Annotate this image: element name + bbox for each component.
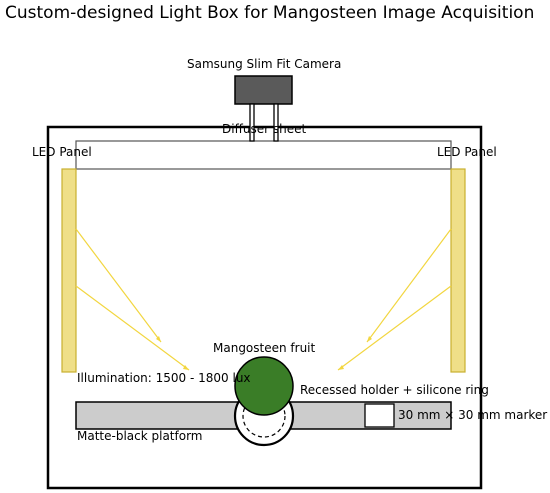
camera-label: Samsung Slim Fit Camera xyxy=(187,57,342,71)
diffuser-sheet xyxy=(75,140,452,170)
led-panel-right-label: LED Panel xyxy=(437,145,497,159)
marker-label: 30 mm × 30 mm marker xyxy=(398,408,548,422)
ray-arrowhead xyxy=(183,365,189,370)
light-ray xyxy=(337,285,452,371)
platform-label: Matte-black platform xyxy=(77,429,203,443)
illumination-label: Illumination: 1500 - 1800 lux xyxy=(77,371,251,385)
camera-mount-left xyxy=(249,103,255,142)
light-rays xyxy=(75,228,452,371)
diffuser-label: Diffuser sheet xyxy=(222,122,307,136)
camera-mount-right xyxy=(273,103,279,142)
light-ray xyxy=(75,285,190,371)
calibration-marker xyxy=(364,403,395,428)
light-ray xyxy=(366,228,452,343)
ray-arrowhead xyxy=(338,365,344,370)
ray-arrowhead xyxy=(156,336,161,342)
led-panel-right xyxy=(450,168,466,373)
holder-label: Recessed holder + silicone ring xyxy=(300,383,489,397)
diagram-title: Custom-designed Light Box for Mangosteen… xyxy=(5,3,535,23)
ray-arrowhead xyxy=(367,336,372,342)
led-panel-left-label: LED Panel xyxy=(32,145,92,159)
camera-body xyxy=(234,75,293,105)
light-ray xyxy=(75,228,162,343)
light-box-enclosure xyxy=(46,125,483,490)
fruit-label: Mangosteen fruit xyxy=(213,341,316,355)
led-panel-left xyxy=(61,168,77,373)
mangosteen-fruit xyxy=(234,356,294,416)
